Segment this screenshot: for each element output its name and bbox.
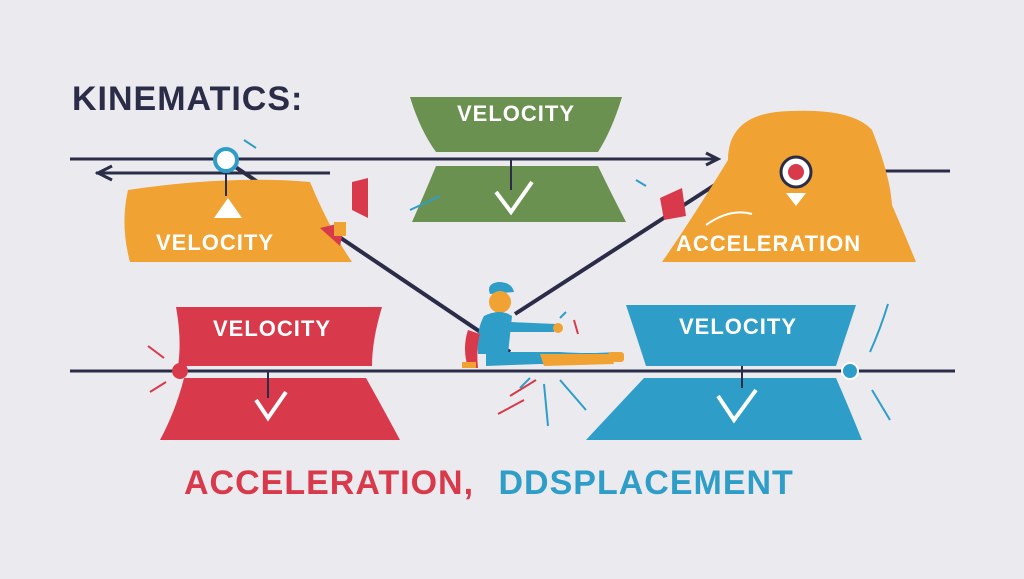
joint-node-icon [213,147,239,173]
check-icon [494,180,534,216]
triangle-down-icon [786,193,806,206]
green-box-label: VELOCITY [457,101,575,126]
caption-acceleration: ACCELERATION, [184,464,474,502]
accent-stroke-icon [635,179,647,187]
orange-right-acceleration-box: ACCELERATION [662,110,916,262]
green-velocity-box: VELOCITY [410,97,626,222]
swoosh-icon [705,211,753,226]
clamp-icon [352,178,368,218]
caption-displacement: DDSPLACEMENT [498,464,793,502]
blue-velocity-box: VELOCITY [586,303,891,440]
spark-mark-icon [871,389,891,421]
triangle-up-icon [214,198,242,218]
red-node-icon [172,363,188,379]
spark-mark-icon [147,345,165,359]
orange-left-velocity-box: VELOCITY [124,170,352,262]
blue-box-label: VELOCITY [679,314,797,339]
arrowhead-left-icon [94,164,113,182]
person-figure-icon [462,282,624,368]
right-diagonal-line [513,170,737,316]
arrowhead-right-icon [705,151,722,167]
red-velocity-box: VELOCITY [147,307,400,440]
orange-right-box-label: ACCELERATION [676,231,861,256]
accent-stroke-icon [409,195,441,211]
spark-mark-icon [149,381,167,393]
check-red-icon [254,390,288,422]
clamp-right-icon [660,188,686,220]
bottom-caption: ACCELERATION, DDSPLACEMENT [184,464,794,502]
impact-lines-icon [497,377,587,427]
blue-node-icon [841,362,859,380]
marker-cap-icon [334,222,346,236]
check-blue-icon [716,388,758,424]
orange-left-box-label: VELOCITY [156,230,274,255]
red-box-label: VELOCITY [213,316,331,341]
spark-mark-icon [243,139,257,149]
joint-core-icon [788,164,804,180]
diagram-title: KINEMATICS: [72,80,303,118]
spark-mark-icon [869,303,889,353]
